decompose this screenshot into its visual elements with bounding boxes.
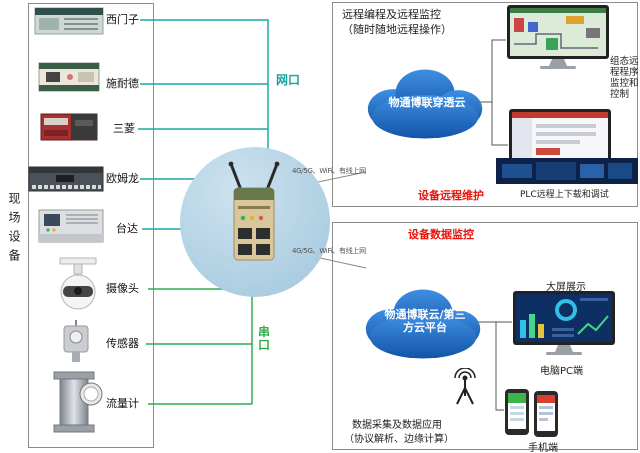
device-label-siemens: 西门子 bbox=[106, 13, 139, 26]
wan-link-label-bottom: 4G/5G、WiFi、有线上网 bbox=[292, 247, 366, 255]
device-label-sensor: 传感器 bbox=[106, 337, 139, 350]
scada-monitor-label: 组态远程程序监控和控制 bbox=[610, 56, 639, 100]
flow-meter-image bbox=[53, 371, 103, 433]
lan-port-label: 网口 bbox=[276, 73, 301, 87]
device-label-omron: 欧姆龙 bbox=[106, 172, 139, 185]
footer-line1: 数据采集及数据应用 bbox=[352, 420, 442, 431]
device-label-schneider: 施耐德 bbox=[106, 77, 139, 90]
device-label-mitsubishi: 三菱 bbox=[113, 122, 135, 135]
siemens-plc-image bbox=[34, 7, 104, 35]
platform-cloud bbox=[365, 289, 481, 359]
dashboard-monitor bbox=[513, 291, 615, 355]
mobile-client-label: 手机端 bbox=[528, 443, 558, 453]
industrial-router bbox=[228, 161, 280, 261]
mitsubishi-plc-image bbox=[40, 113, 98, 141]
plc-software-monitor bbox=[509, 109, 611, 173]
omron-plc-image bbox=[28, 166, 104, 192]
footer-line2: （协议解析、边缘计算） bbox=[344, 434, 454, 445]
penetration-cloud-label: 物通博联穿透云 bbox=[388, 96, 466, 109]
device-label-delta: 台达 bbox=[116, 222, 138, 235]
delta-plc-image bbox=[38, 209, 104, 243]
mobile-phones-image bbox=[505, 389, 558, 437]
remote-maintenance-label: 设备远程维护 bbox=[418, 189, 484, 202]
wan-link-label-top: 4G/5G、WiFi、有线上网 bbox=[292, 167, 366, 175]
control-room-banner bbox=[496, 158, 638, 184]
wan-links bbox=[317, 171, 367, 269]
data-monitoring-label: 设备数据监控 bbox=[408, 228, 474, 241]
platform-cloud-label-line1: 物通博联云/第三 bbox=[384, 308, 466, 321]
top-section-title-line2: （随时随地远程操作） bbox=[342, 23, 452, 36]
serial-lines bbox=[146, 288, 253, 405]
device-label-flowmeter: 流量计 bbox=[106, 397, 139, 410]
device-label-camera: 摄像头 bbox=[106, 282, 139, 295]
sensor-image bbox=[63, 320, 89, 362]
schneider-plc-image bbox=[38, 62, 100, 92]
scada-monitor bbox=[507, 5, 609, 69]
top-section-title-line1: 远程编程及远程监控 bbox=[342, 8, 441, 21]
cloud-branches bbox=[472, 39, 512, 411]
penetration-cloud bbox=[367, 69, 483, 139]
serial-port-label: 串口 bbox=[257, 325, 270, 352]
field-devices-label: 现场设备 bbox=[7, 192, 21, 268]
camera-image bbox=[59, 257, 97, 310]
ethernet-lines bbox=[138, 19, 269, 230]
antenna-icon bbox=[454, 368, 476, 405]
pc-client-label: 电脑PC端 bbox=[540, 366, 584, 377]
platform-cloud-label-line2: 方云平台 bbox=[403, 321, 447, 334]
plc-monitor-label: PLC远程上下载和调试 bbox=[520, 190, 609, 200]
big-screen-label: 大屏展示 bbox=[546, 282, 586, 293]
